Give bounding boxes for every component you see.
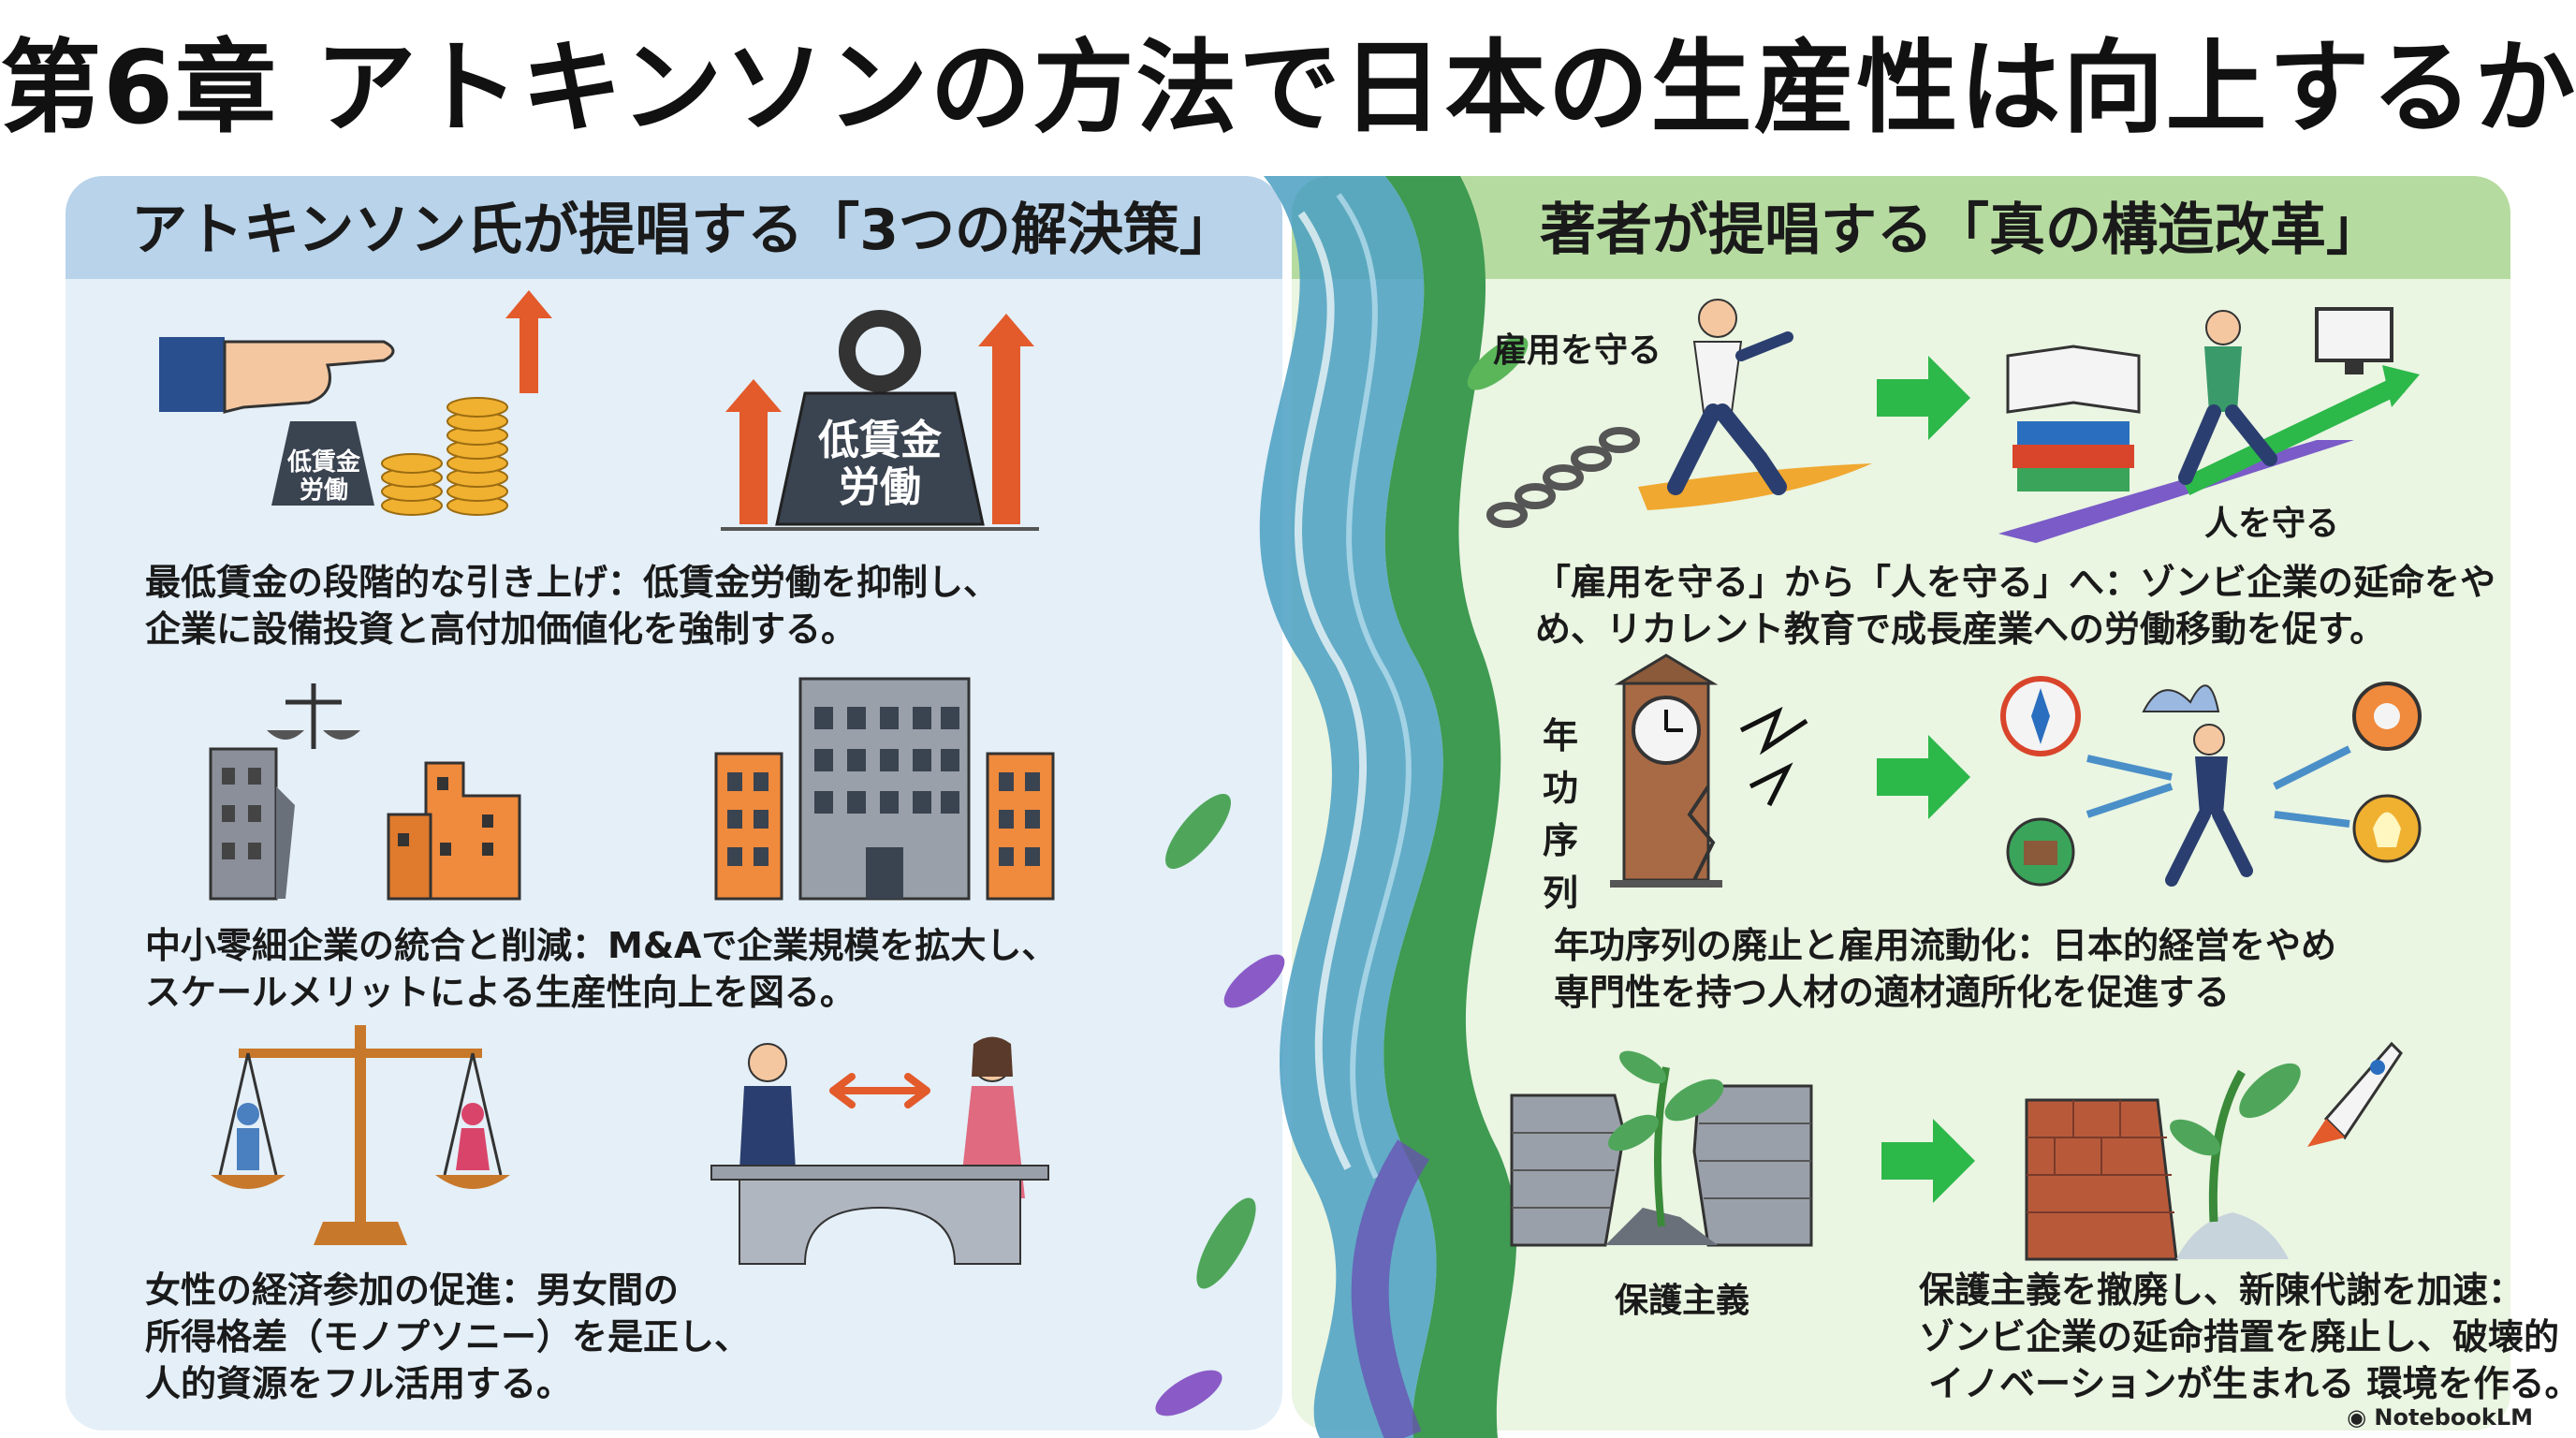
breaking-chain-illustration	[1486, 299, 1872, 528]
left-item-1-text-line2: 企業に設備投資と高付加価値化を強制する。	[145, 609, 857, 650]
left-item-3-text-line1: 女性の経済参加の促進：男女間の	[145, 1269, 680, 1311]
min-wage-coins-illustration: 低賃金 労働	[159, 290, 552, 516]
gender-bridge-illustration	[710, 1036, 1049, 1265]
left-panel-title: アトキンソン氏が提唱する「3つの解決策」	[131, 198, 1236, 263]
low-wage-weight-illustration: 低賃金 労働	[721, 310, 1039, 531]
left-item-3-text-line3: 人的資源をフル活用する。	[145, 1363, 573, 1404]
green-arrow-1	[1877, 356, 1970, 440]
small-weight-label-line2: 労働	[300, 477, 348, 505]
left-item-2-text-line2: スケールメリットによる生産性向上を図る。	[145, 972, 856, 1013]
weight-label-line1: 低賃金	[818, 417, 943, 464]
left-item-3-text-line2: 所得格差（モノプソニー）を是正し、	[145, 1316, 751, 1357]
green-arrow-2	[1877, 735, 1970, 819]
river-divider-illustration	[1155, 176, 1529, 1438]
right-item-3-text-line3: イノベーションが生まれる 環境を作る。	[1928, 1363, 2576, 1404]
weight-label-line2: 労働	[839, 463, 921, 511]
left-panel-header	[66, 176, 1282, 279]
flexible-talent-illustration	[2000, 676, 2422, 887]
seniority-label: 年功序列	[1542, 715, 1578, 914]
left-item-2-text-line1: 中小零細企業の統合と削減：M&Aで企業規模を拡大し、	[145, 925, 1058, 966]
right-item-2-text-line2: 専門性を持つ人材の適材適所化を促進する	[1554, 972, 2231, 1013]
left-item-1-text-line1: 最低賃金の段階的な引き上げ：低賃金労働を抑制し、	[145, 562, 1000, 603]
protect-jobs-label: 雇用を守る	[1493, 331, 1662, 370]
protect-people-label: 人を守る	[2204, 505, 2340, 543]
reskilling-path-illustration	[1998, 307, 2420, 543]
brand-label: NotebookLM	[2374, 1404, 2533, 1431]
notebooklm-brand: ◉ NotebookLM	[2347, 1404, 2533, 1431]
green-arrow-3	[1881, 1119, 1975, 1203]
small-weight-label-line1: 低賃金	[286, 448, 361, 477]
protectionism-label: 保護主義	[1615, 1282, 1750, 1320]
page-title: 第6章 アトキンソンの方法で日本の生産性は向上するか	[0, 30, 2576, 147]
right-item-2-text-line1: 年功序列の廃止と雇用流動化：日本的経営をやめ	[1554, 925, 2337, 966]
right-item-3-text-line2: ゾンビ企業の延命措置を廃止し、破壊的	[1919, 1316, 2560, 1357]
right-panel-header	[1292, 176, 2510, 279]
broken-clock-tower-illustration	[1610, 653, 1808, 888]
merged-company-building-illustration	[714, 677, 1055, 901]
right-item-3-text-line1: 保護主義を撤廃し、新陳代謝を加速：	[1919, 1269, 2525, 1311]
right-item-1-text-line2: め、リカレント教育で成長産業への労働移動を促す。	[1535, 609, 2386, 650]
notebooklm-logo-icon: ◉	[2347, 1404, 2375, 1431]
gender-balance-scale-illustration	[211, 1025, 510, 1245]
breakthrough-rocket-illustration	[2025, 1041, 2403, 1261]
right-item-1-text-line1: 「雇用を守る」から「人を守る」へ：ゾンビ企業の延命をや	[1535, 562, 2496, 603]
small-firms-buildings-illustration	[209, 683, 521, 901]
right-panel-title: 著者が提唱する「真の構造改革」	[1540, 198, 2382, 263]
protectionism-wall-illustration	[1510, 1050, 1813, 1247]
